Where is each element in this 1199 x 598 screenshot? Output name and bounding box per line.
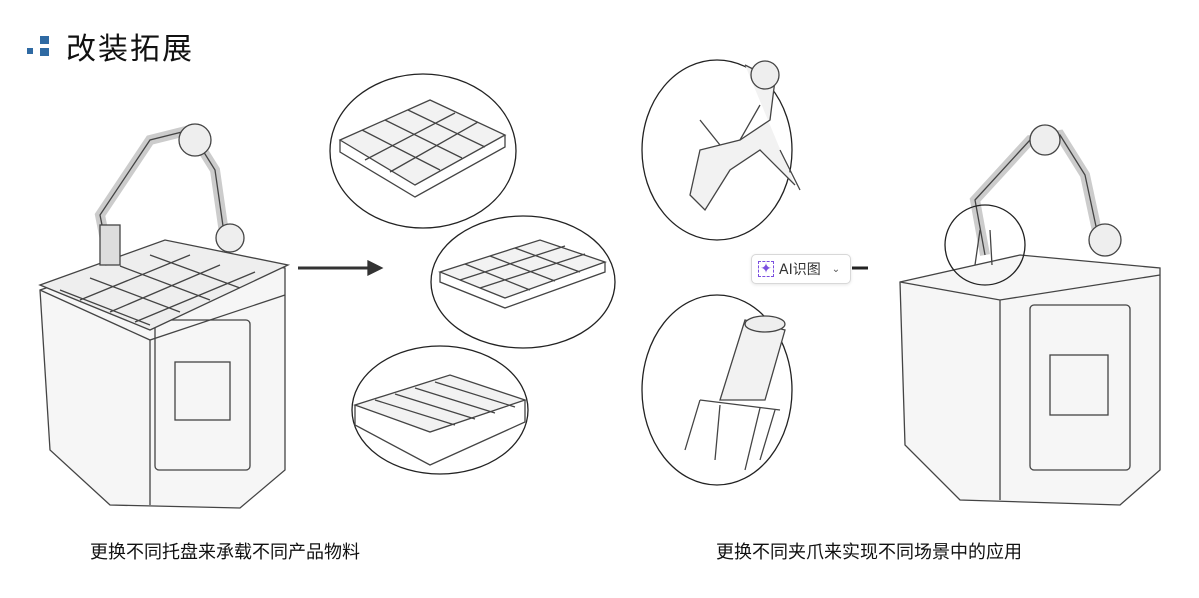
dexterous-hand-option xyxy=(641,59,801,241)
title-bullet-icon xyxy=(40,48,49,56)
parallel-gripper-option xyxy=(641,294,793,486)
title-bullet-icon xyxy=(27,48,33,54)
tray-option-2 xyxy=(430,215,616,349)
ai-button-label: AI识图 xyxy=(779,262,821,278)
page-title: 改装拓展 xyxy=(66,32,194,67)
caption-left: 更换不同托盘来承载不同产品物料 xyxy=(90,542,360,563)
robot-with-gripper-illustration xyxy=(899,124,1161,506)
ai-recognize-button[interactable]: ✦ AI识图 ⌄ xyxy=(751,254,851,284)
caption-right: 更换不同夹爪来实现不同场景中的应用 xyxy=(716,542,1022,563)
sparkle-scan-icon: ✦ xyxy=(758,261,774,277)
title-bullet-icon xyxy=(40,36,49,44)
robot-with-tray-illustration xyxy=(38,123,291,509)
chevron-down-icon[interactable]: ⌄ xyxy=(831,263,841,275)
tray-option-3 xyxy=(351,345,529,475)
tray-option-1 xyxy=(329,73,517,229)
